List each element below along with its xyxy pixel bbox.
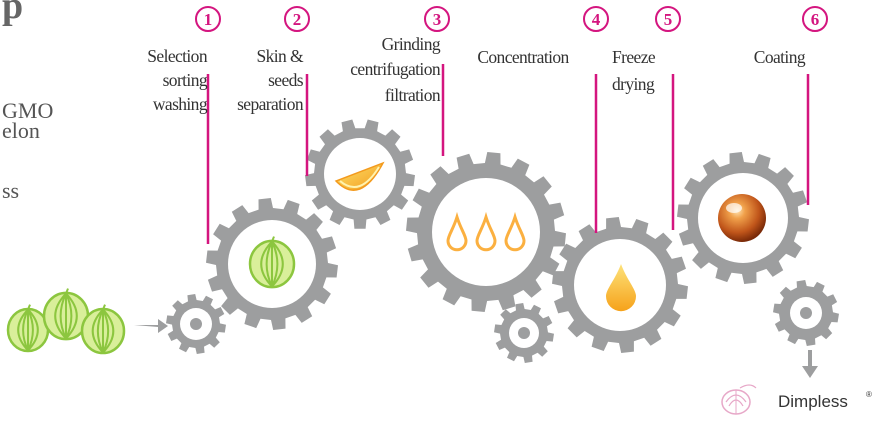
step-label-line: centrifugation xyxy=(350,59,441,79)
step-number: 4 xyxy=(592,10,601,29)
step-label-line: Skin & xyxy=(257,46,304,66)
arrow-right-icon xyxy=(134,319,168,333)
step-label-line: filtration xyxy=(385,85,441,105)
step-label-line: Selection xyxy=(147,46,208,66)
step-label-line: seeds xyxy=(268,70,304,90)
dimpless-logo-icon xyxy=(718,382,758,418)
brand-name: Dimpless xyxy=(778,392,848,412)
step-number: 6 xyxy=(811,10,820,29)
gear-small-1-icon xyxy=(166,294,226,354)
step-label-line: Grinding xyxy=(382,34,441,54)
gear-small-3-icon xyxy=(773,280,839,346)
step-number: 5 xyxy=(664,10,673,29)
step-label-line: sorting xyxy=(163,70,208,90)
step-label-line: washing xyxy=(153,94,208,114)
step-number: 3 xyxy=(433,10,442,29)
coated-sphere-icon xyxy=(718,194,766,242)
step-number: 2 xyxy=(293,10,302,29)
step-label-line: Concentration xyxy=(477,47,569,67)
step-label-line: drying xyxy=(612,74,655,94)
step-number: 1 xyxy=(204,10,213,29)
brand-mark: ® xyxy=(866,390,872,399)
step-label-line: Freeze xyxy=(612,47,656,67)
arrow-down-icon xyxy=(802,350,818,378)
dimpless-brand: Dimpless ® xyxy=(718,382,880,418)
step-label-line: Coating xyxy=(754,47,806,67)
gear-small-2-icon xyxy=(494,303,554,363)
melon-icon xyxy=(8,305,48,351)
step-label-line: separation xyxy=(237,94,304,114)
